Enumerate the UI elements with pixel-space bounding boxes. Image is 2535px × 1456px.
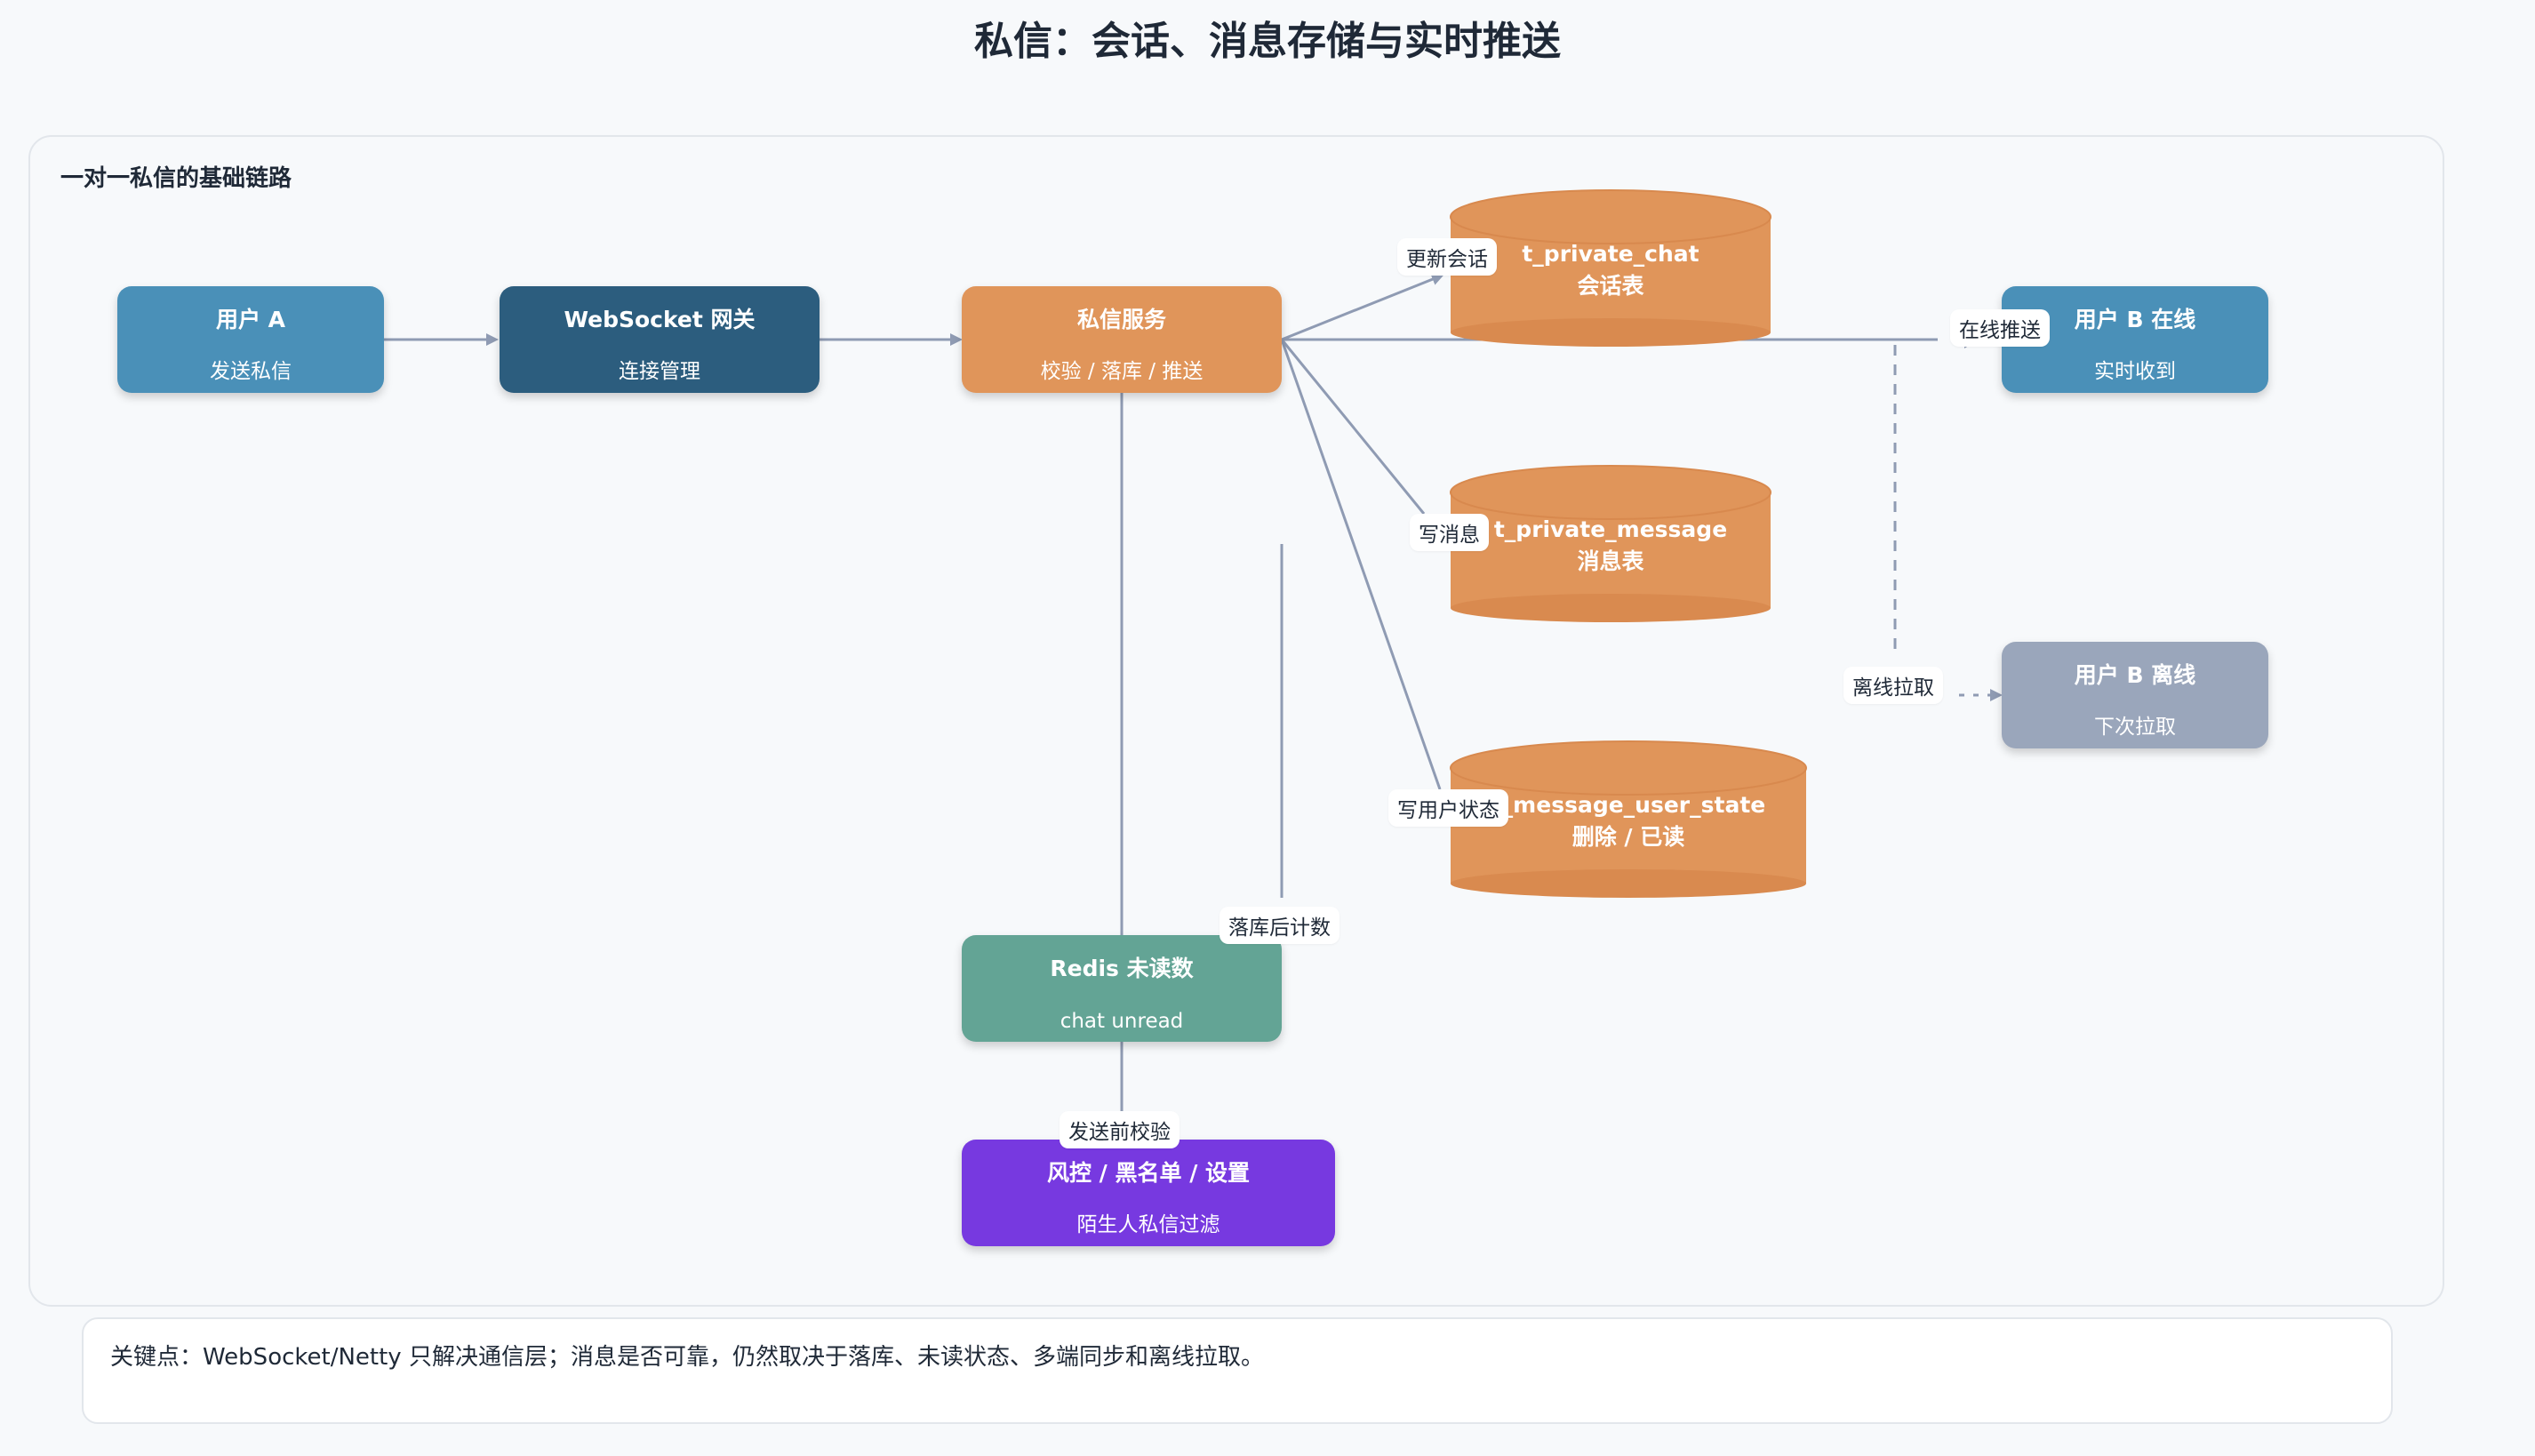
frame-title: 一对一私信的基础链路 xyxy=(60,165,292,192)
db-private-chat xyxy=(1450,189,1771,347)
edge-dm-to-message-table xyxy=(1280,339,1426,515)
edge-dm-to-state-table xyxy=(1280,339,1442,790)
node-subtitle: 下次拉取 xyxy=(2094,716,2176,739)
node-user-b-offline: 用户 B 离线 下次拉取 xyxy=(2002,642,2268,748)
node-subtitle: 发送私信 xyxy=(210,360,292,383)
edge-label-pre-check: 发送前校验 xyxy=(1060,1111,1180,1148)
node-subtitle: 陌生人私信过滤 xyxy=(1076,1213,1220,1236)
node-subtitle: 实时收到 xyxy=(2094,360,2176,383)
db-message-name: t_private_message xyxy=(1493,516,1728,542)
edge-label-offline-pull: 离线拉取 xyxy=(1843,667,1943,704)
node-redis-unread: Redis 未读数 chat unread xyxy=(962,935,1282,1042)
node-subtitle: chat unread xyxy=(1060,1010,1184,1033)
node-title: WebSocket 网关 xyxy=(564,307,756,332)
edge-label-write-state: 写用户状态 xyxy=(1388,789,1508,827)
node-title: 用户 A xyxy=(215,307,286,332)
node-subtitle: 连接管理 xyxy=(619,360,700,383)
node-title: 用户 B 在线 xyxy=(2074,307,2196,332)
db-chat-desc: 会话表 xyxy=(1577,273,1644,299)
node-title: 风控 / 黑名单 / 设置 xyxy=(1046,1160,1251,1186)
db-private-message xyxy=(1450,465,1771,622)
key-point-text: 关键点：WebSocket/Netty 只解决通信层；消息是否可靠，仍然取决于落… xyxy=(110,1344,1264,1371)
node-title: 用户 B 离线 xyxy=(2074,662,2196,688)
db-chat-name: t_private_chat xyxy=(1522,241,1699,267)
node-risk-control: 风控 / 黑名单 / 设置 陌生人私信过滤 xyxy=(962,1140,1335,1246)
edge-label-online-push: 在线推送 xyxy=(1950,309,2050,347)
db-chat-label: t_private_chat 会话表 xyxy=(1451,238,1771,302)
node-subtitle: 校验 / 落库 / 推送 xyxy=(1040,360,1204,383)
db-message-user-state xyxy=(1450,740,1807,898)
db-state-label: t_message_user_state 删除 / 已读 xyxy=(1451,789,1806,853)
edge-label-write-message: 写消息 xyxy=(1410,514,1489,551)
page-title: 私信：会话、消息存储与实时推送 xyxy=(974,19,1561,64)
node-user-a: 用户 A 发送私信 xyxy=(117,286,384,393)
node-websocket-gateway: WebSocket 网关 连接管理 xyxy=(500,286,820,393)
db-message-label: t_private_message 消息表 xyxy=(1451,514,1771,578)
edge-label-count-after-save: 落库后计数 xyxy=(1220,907,1339,944)
node-dm-service: 私信服务 校验 / 落库 / 推送 xyxy=(962,286,1282,393)
db-message-desc: 消息表 xyxy=(1577,548,1644,574)
edge-label-update-chat: 更新会话 xyxy=(1397,238,1497,276)
db-state-desc: 删除 / 已读 xyxy=(1571,824,1685,850)
key-point-note xyxy=(82,1317,2393,1424)
edge-dm-to-chat-table xyxy=(1281,273,1444,341)
db-state-name: t_message_user_state xyxy=(1491,792,1766,818)
node-title: 私信服务 xyxy=(1076,307,1166,332)
node-title: Redis 未读数 xyxy=(1050,956,1194,981)
